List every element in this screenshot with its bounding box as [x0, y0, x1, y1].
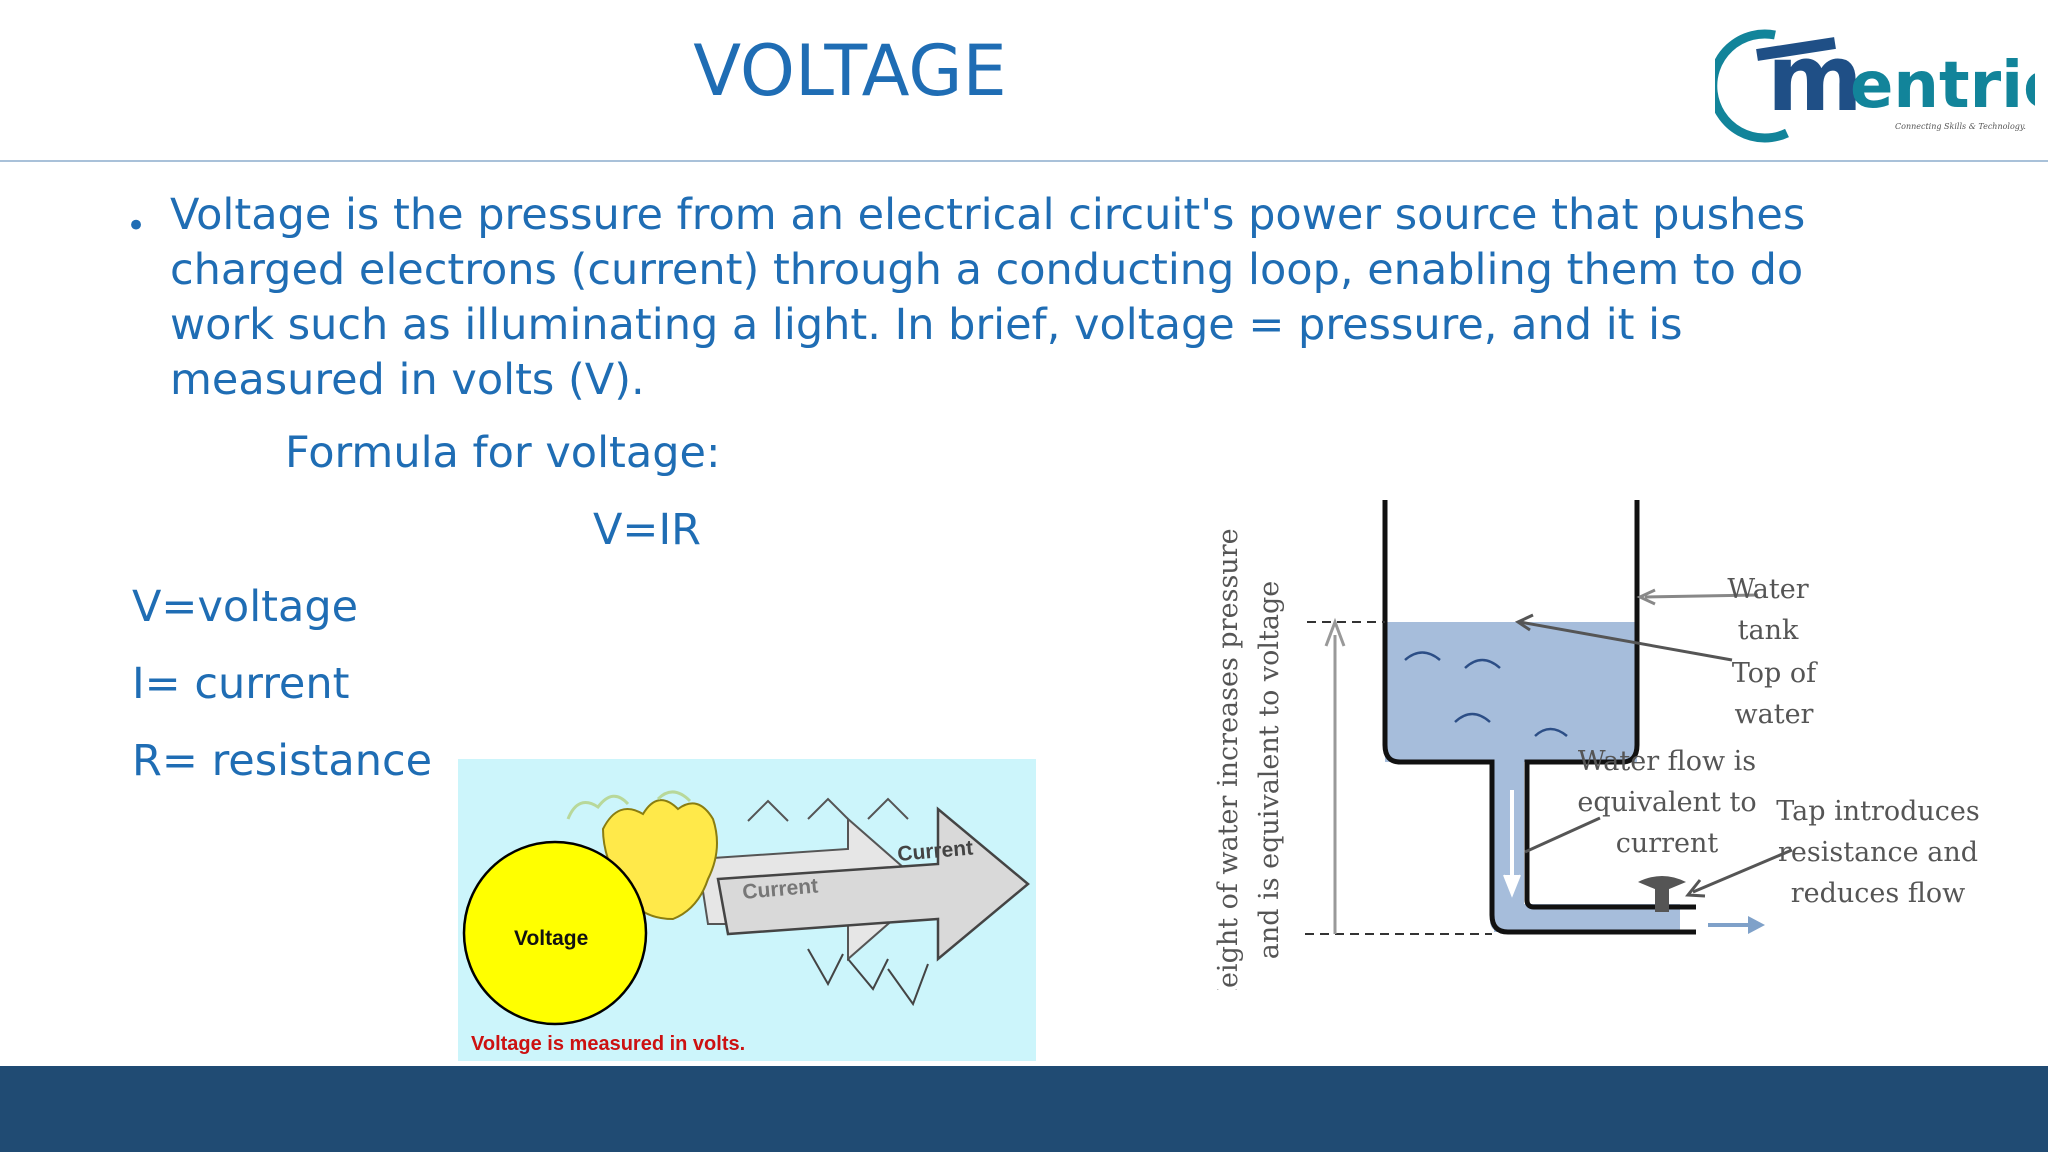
label-flow-3: current: [1616, 828, 1719, 859]
slide-title: VOLTAGE: [693, 30, 1007, 112]
label-water: Water: [1727, 574, 1808, 605]
voltage-ball: [462, 840, 648, 1026]
current-arrow-front: [716, 806, 1030, 962]
water-waves: [1404, 651, 1568, 737]
arrow-motion-lines-lower: [807, 948, 929, 1007]
voltage-illustration: Current Current Voltage Voltage is measu…: [458, 759, 1036, 1061]
pointer-tap: [1692, 848, 1793, 894]
tap-stem: [1655, 888, 1669, 912]
variable-current: I= current: [132, 659, 350, 709]
tank-wall-right: [1524, 500, 1696, 910]
formula: V=IR: [593, 505, 702, 555]
label-tap-2: resistance and: [1778, 837, 1978, 868]
voltage-ball-label: Voltage: [514, 927, 588, 950]
label-tap-1: Tap introduces: [1776, 796, 1980, 827]
title-divider: [0, 160, 2048, 162]
footer-bar: [0, 1066, 2048, 1152]
pointer-top-of-water: [1519, 620, 1733, 662]
bullet-text: Voltage is the pressure from an electric…: [170, 190, 1806, 405]
arrow-motion-lines: [747, 797, 909, 822]
company-logo: m entric Connecting Skills & Technology.: [1715, 25, 2035, 143]
label-water-2: water: [1735, 699, 1814, 730]
tap-handle: [1638, 876, 1686, 892]
label-height-2: and is equivalent to voltage: [1254, 581, 1285, 960]
slide-content: • Voltage is the pressure from an electr…: [0, 170, 2048, 1065]
label-tap-3: reduces flow: [1791, 878, 1965, 909]
tank-wall-left: [1382, 500, 1696, 935]
label-tank: tank: [1738, 615, 1799, 646]
label-flow-2: equivalent to: [1577, 787, 1756, 818]
logo-m: m: [1767, 25, 1863, 132]
formula-label: Formula for voltage:: [285, 428, 721, 478]
logo-arc: [1715, 29, 1789, 143]
bullet-icon: •: [126, 206, 147, 246]
variable-voltage: V=voltage: [132, 582, 359, 632]
water-tank-diagram: Water tank Top of water Water flow is eq…: [1213, 500, 1980, 990]
logo-wordmark: entric: [1850, 49, 2035, 123]
voltage-caption: Voltage is measured in volts.: [471, 1033, 745, 1055]
variable-resistance: R= resistance: [132, 736, 433, 786]
logo-swoosh: [1756, 37, 1836, 61]
label-top-of: Top of: [1732, 658, 1818, 689]
label-height-1: Height of water increases pressure: [1213, 528, 1244, 990]
pointer-flow: [1524, 816, 1601, 854]
pointer-tank: [1644, 593, 1759, 599]
label-flow-1: Water flow is: [1578, 746, 1756, 777]
hand-motion-trail: [566, 790, 692, 820]
logo-tagline: Connecting Skills & Technology.: [1895, 122, 2026, 131]
